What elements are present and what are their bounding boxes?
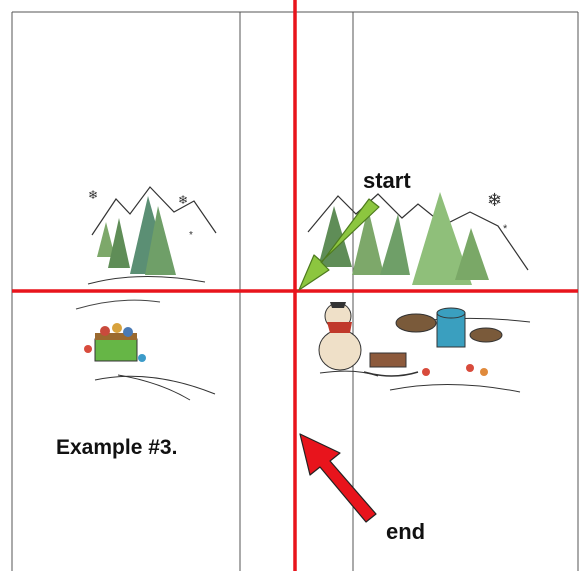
svg-text:❄: ❄ <box>487 190 502 210</box>
example-caption: Example #3. <box>56 436 178 459</box>
svg-text:*: * <box>503 223 508 235</box>
svg-text:❄: ❄ <box>178 193 188 207</box>
mountain-pine-scene-right: ❄ * <box>307 190 531 323</box>
start-arrow <box>298 198 380 291</box>
end-label: end <box>386 519 426 544</box>
svg-text:*: * <box>189 230 193 241</box>
svg-text:❄: ❄ <box>88 188 98 202</box>
guide-lines <box>12 0 578 571</box>
mountain-pine-scene-left: ❄ ❄ * <box>75 186 217 310</box>
start-label: start <box>363 168 411 193</box>
snowman-sled-scene <box>318 302 521 393</box>
end-arrow <box>299 433 377 523</box>
gift-box-scene <box>84 323 216 401</box>
